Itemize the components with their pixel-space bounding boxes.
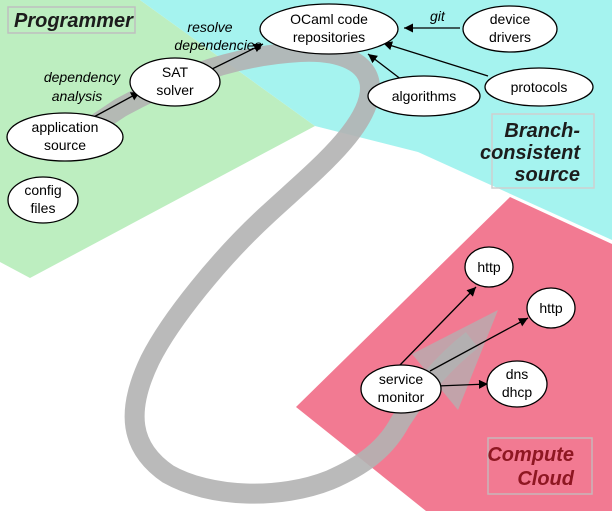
algorithms-label: algorithms (392, 88, 457, 104)
device-label-line2: drivers (489, 29, 531, 45)
node-config-files: config files (7, 176, 79, 224)
edge-appsrc-to-sat (89, 91, 141, 120)
http2-label: http (539, 300, 563, 316)
resolve-label-line2: dependencies (174, 37, 261, 53)
programmer-title: Programmer (14, 10, 134, 32)
source-title-line2: consistent (480, 142, 581, 164)
cloud-title-box (487, 437, 593, 495)
node-http-2: http (526, 287, 576, 329)
edge-protocols-to-ocaml (382, 41, 489, 77)
dns-label-line2: dhcp (502, 384, 533, 400)
source-title-line1: Branch- (504, 120, 580, 142)
source-title-box (491, 113, 595, 189)
dns-label-line1: dns (506, 366, 529, 382)
node-application-source: application source (6, 112, 124, 162)
cloud-title-line2: Cloud (517, 468, 574, 490)
node-dns-dhcp: dns dhcp (486, 360, 548, 408)
resolve-label-line1: resolve (187, 19, 232, 35)
node-service-monitor: service monitor (360, 364, 442, 414)
http1-label: http (477, 259, 501, 275)
protocols-label: protocols (511, 79, 568, 95)
node-sat-solver: SAT solver (129, 57, 221, 107)
service-label-line2: monitor (378, 389, 425, 405)
node-device-drivers: device drivers (462, 5, 558, 53)
edge-service-to-dns (436, 379, 489, 389)
source-title-line3: source (514, 164, 580, 186)
config-label-line2: files (31, 200, 56, 216)
sat-label-line1: SAT (162, 64, 189, 80)
node-http-1: http (464, 246, 514, 288)
git-label: git (430, 8, 446, 24)
service-label-line1: service (379, 371, 424, 387)
sat-label-line2: solver (156, 82, 194, 98)
appsrc-label-line2: source (44, 137, 86, 153)
dependency-label-line1: dependency (44, 69, 121, 85)
programmer-title-box (7, 6, 136, 34)
device-label-line1: device (490, 11, 531, 27)
config-label-line1: config (24, 182, 61, 198)
flow-band-arrowhead (412, 310, 498, 410)
edge-sat-to-ocaml (209, 43, 264, 71)
cloud-title-line1: Compute (487, 444, 574, 466)
node-algorithms: algorithms (367, 75, 481, 117)
node-ocaml-repositories: OCaml code repositories (259, 3, 399, 55)
node-protocols: protocols (484, 67, 594, 107)
dependency-label-line2: analysis (52, 88, 103, 104)
edge-algorithms-to-ocaml (367, 53, 403, 81)
edge-service-to-http2 (429, 317, 529, 372)
ocaml-label-line2: repositories (293, 29, 365, 45)
appsrc-label-line1: application (32, 119, 99, 135)
ocaml-label-line1: OCaml code (290, 11, 368, 27)
edge-service-to-http1 (399, 286, 477, 366)
